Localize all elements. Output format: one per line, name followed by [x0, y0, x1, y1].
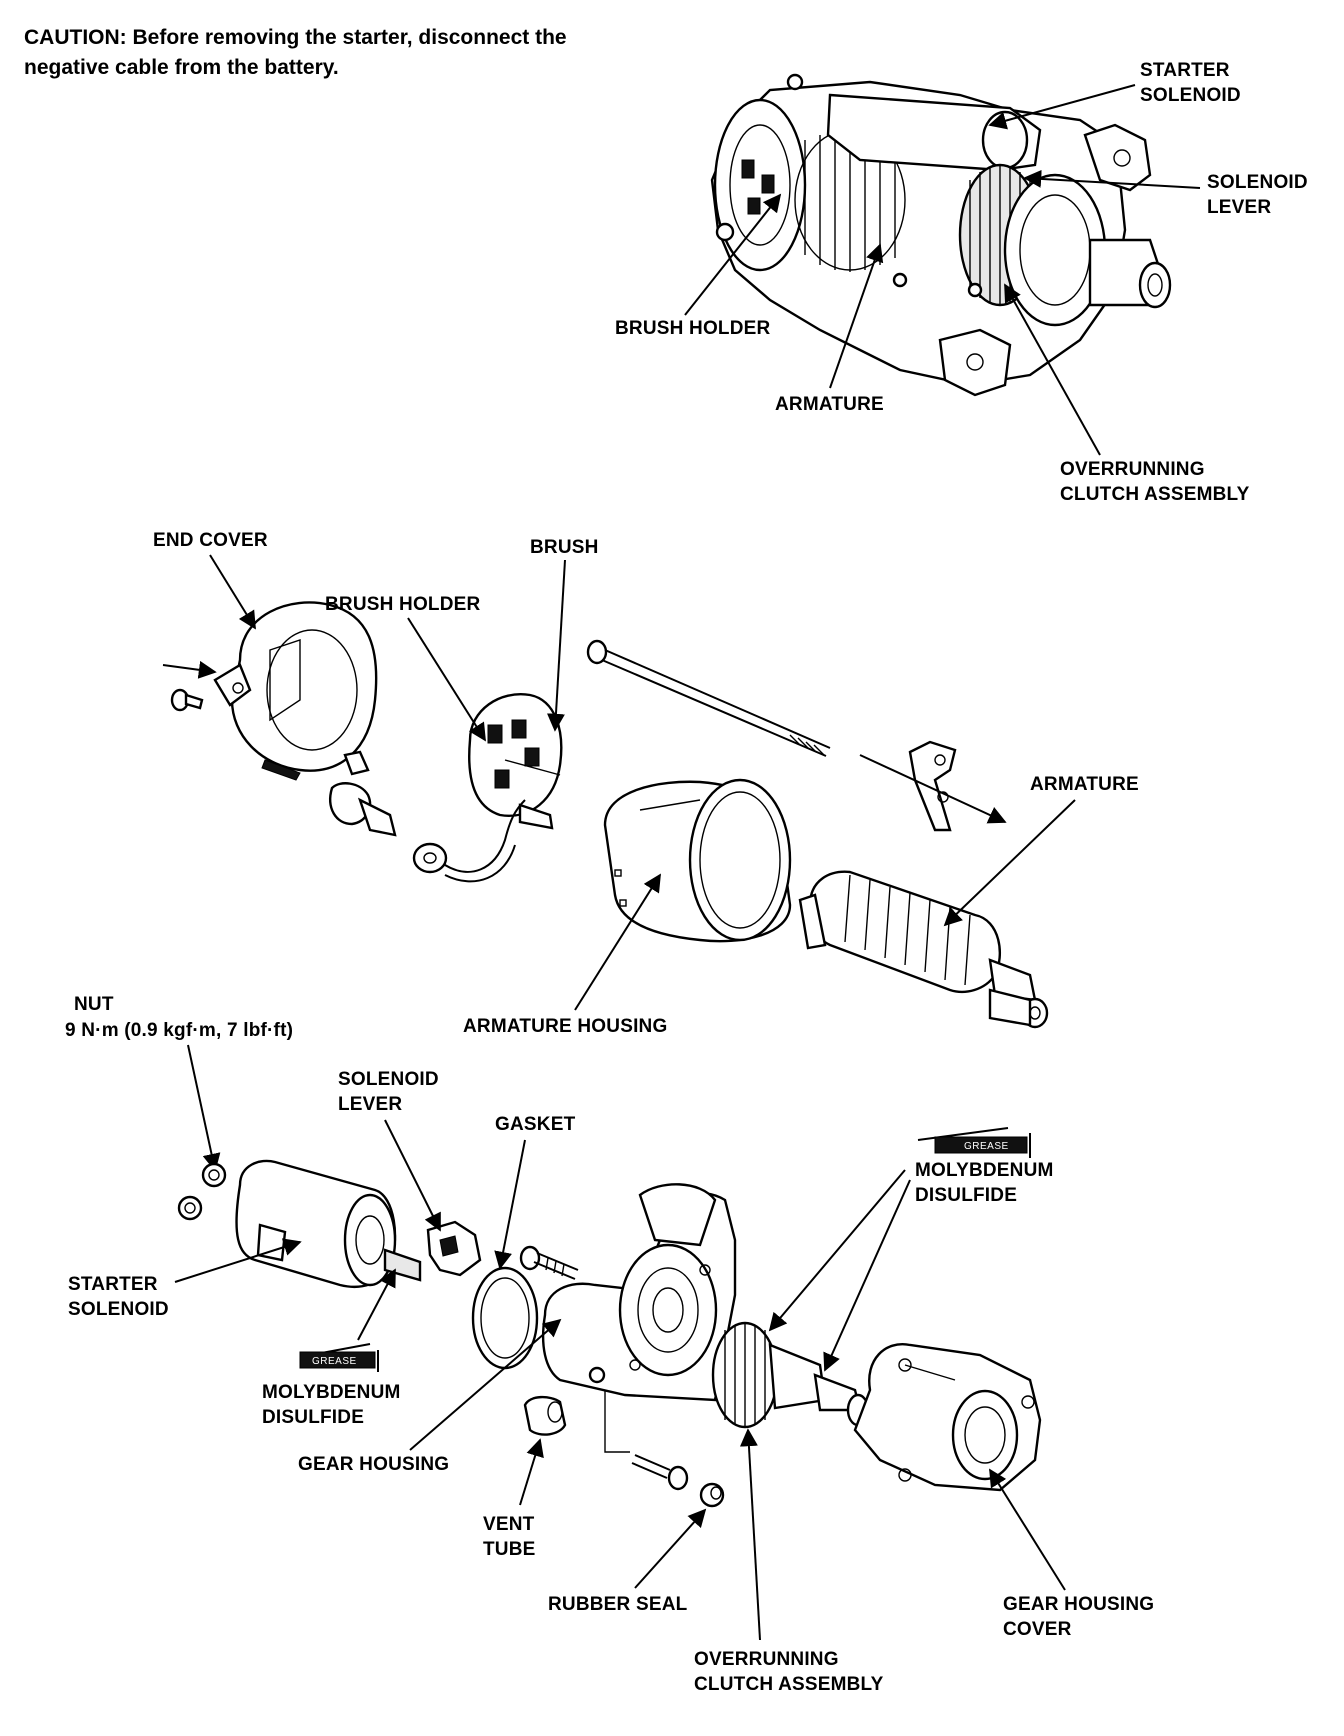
assembled-clutch-gear	[958, 163, 1107, 327]
label-moly-left-1: MOLYBDENUM	[262, 1382, 401, 1403]
gear-housing-bolt	[519, 1245, 579, 1280]
nut-parts	[177, 1162, 227, 1221]
armature-part	[798, 870, 1049, 1029]
leader-starter-solenoid-top	[988, 84, 1136, 130]
leader-end-cover	[209, 554, 256, 630]
label-end-cover: END COVER	[153, 530, 268, 551]
label-vent-tube-2: TUBE	[483, 1539, 536, 1560]
label-gear-housing-cover-1: GEAR HOUSING	[1003, 1594, 1154, 1615]
label-solenoid-lever-2: LEVER	[338, 1094, 402, 1115]
overrunning-clutch-part	[711, 1321, 870, 1429]
label-moly-right-1: MOLYBDENUM	[915, 1160, 1054, 1181]
leader-moly-right-a	[768, 1169, 906, 1332]
leader-solenoid-lever	[384, 1119, 441, 1232]
brush-spring-clip	[329, 750, 397, 837]
label-rubber-seal: RUBBER SEAL	[548, 1594, 688, 1615]
gear-housing-cover-part	[853, 1343, 1042, 1492]
grease-tag-left: GREASE	[299, 1343, 379, 1372]
armature-housing-part	[603, 778, 792, 943]
label-overrunning-clutch-top-1: OVERRUNNING	[1060, 459, 1205, 480]
label-overrunning-clutch-1: OVERRUNNING	[694, 1649, 839, 1670]
label-gear-housing: GEAR HOUSING	[298, 1454, 449, 1475]
leader-gasket	[494, 1139, 526, 1270]
rubber-seal-part	[699, 1482, 725, 1508]
caution-line-1: CAUTION: Before removing the starter, di…	[24, 26, 567, 49]
gasket-part	[471, 1266, 539, 1370]
label-overrunning-clutch-top-2: CLUTCH ASSEMBLY	[1060, 484, 1250, 505]
label-solenoid-lever-top-1: SOLENOID	[1207, 172, 1308, 193]
bracket-part	[908, 740, 957, 832]
brush-holder-part	[468, 693, 563, 830]
leader-brush-holder-top	[684, 193, 782, 316]
grease-tag-right-text: GREASE	[964, 1141, 1009, 1152]
gear-housing-part	[541, 1183, 737, 1402]
leader-armature-top	[829, 243, 884, 389]
label-armature-housing: ARMATURE HOUSING	[463, 1016, 667, 1037]
label-armature: ARMATURE	[1030, 774, 1139, 795]
leader-armature-housing	[574, 873, 661, 1011]
label-solenoid-lever-top-2: LEVER	[1207, 197, 1271, 218]
brush-lead-wire	[412, 799, 526, 883]
assembled-starter-illustration	[710, 73, 1172, 397]
leader-armature	[943, 799, 1076, 927]
leader-brush	[546, 559, 566, 732]
label-brush: BRUSH	[530, 537, 599, 558]
label-gasket: GASKET	[495, 1114, 576, 1135]
leader-starter-solenoid	[174, 1238, 302, 1283]
label-brush-holder: BRUSH HOLDER	[325, 594, 481, 615]
label-nut-2: 9 N·m (0.9 kgf·m, 7 lbf·ft)	[65, 1020, 293, 1041]
label-moly-left-2: DISULFIDE	[262, 1407, 364, 1428]
solenoid-lever-part	[426, 1220, 482, 1277]
label-vent-tube-1: VENT	[483, 1514, 535, 1535]
leader-rubber-seal	[634, 1508, 707, 1589]
leader-gear-housing	[409, 1318, 562, 1451]
vent-tube-part	[523, 1395, 567, 1436]
starter-solenoid-part	[235, 1159, 422, 1288]
label-nut-1: NUT	[74, 994, 114, 1015]
label-starter-solenoid-2: SOLENOID	[68, 1299, 169, 1320]
end-cover-part	[213, 601, 378, 781]
arrow-end-cover-screw	[162, 660, 217, 679]
leader-vent-tube	[519, 1438, 544, 1506]
leader-nut	[187, 1044, 221, 1172]
through-bolt-part	[586, 639, 831, 757]
label-armature-top: ARMATURE	[775, 394, 884, 415]
leader-overrunning-clutch	[739, 1428, 761, 1641]
leader-brush-holder	[407, 617, 486, 742]
leader-solenoid-lever-top	[1023, 169, 1201, 189]
lower-mount-bolt	[604, 1390, 689, 1491]
caution-line-2: negative cable from the battery.	[24, 56, 339, 79]
leader-moly-right-b	[823, 1179, 911, 1372]
label-moly-right-2: DISULFIDE	[915, 1185, 1017, 1206]
arrow-bracket	[859, 754, 1007, 824]
leader-moly-left	[357, 1268, 396, 1341]
label-starter-solenoid-1: STARTER	[68, 1274, 158, 1295]
leader-gear-housing-cover	[989, 1468, 1066, 1591]
label-gear-housing-cover-2: COVER	[1003, 1619, 1072, 1640]
label-brush-holder-top: BRUSH HOLDER	[615, 318, 771, 339]
label-starter-solenoid-top-1: STARTER	[1140, 60, 1230, 81]
leader-overrunning-clutch-top	[1004, 283, 1101, 456]
grease-tag-right: GREASE	[917, 1127, 1031, 1158]
end-cover-screw	[170, 688, 204, 712]
label-overrunning-clutch-2: CLUTCH ASSEMBLY	[694, 1674, 884, 1695]
label-starter-solenoid-top-2: SOLENOID	[1140, 85, 1241, 106]
grease-tag-left-text: GREASE	[312, 1356, 357, 1367]
label-solenoid-lever-1: SOLENOID	[338, 1069, 439, 1090]
